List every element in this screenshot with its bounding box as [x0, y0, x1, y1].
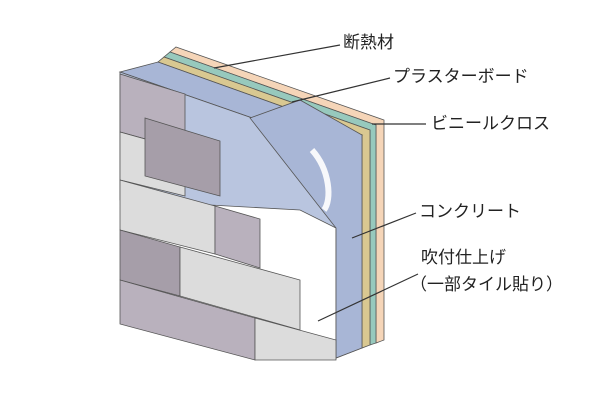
leader-spray-finish — [317, 273, 419, 322]
leader-insulation — [213, 44, 341, 69]
label-insulation: 断熱材 — [343, 33, 394, 53]
label-concrete: コンクリート — [419, 202, 521, 222]
leader-plasterboard — [291, 77, 391, 103]
label-vinyl-cloth: ビニールクロス — [431, 114, 550, 134]
brick — [214, 205, 261, 269]
label-partial-tile: （一部タイル貼り） — [410, 275, 563, 295]
brick — [144, 117, 221, 197]
concrete-highlight — [309, 147, 332, 212]
label-spray-finish: 吹付仕上げ — [421, 248, 506, 268]
label-plasterboard: プラスターボード — [393, 67, 529, 87]
leader-concrete — [351, 212, 417, 239]
brick-course — [119, 73, 337, 361]
brick — [254, 317, 337, 361]
